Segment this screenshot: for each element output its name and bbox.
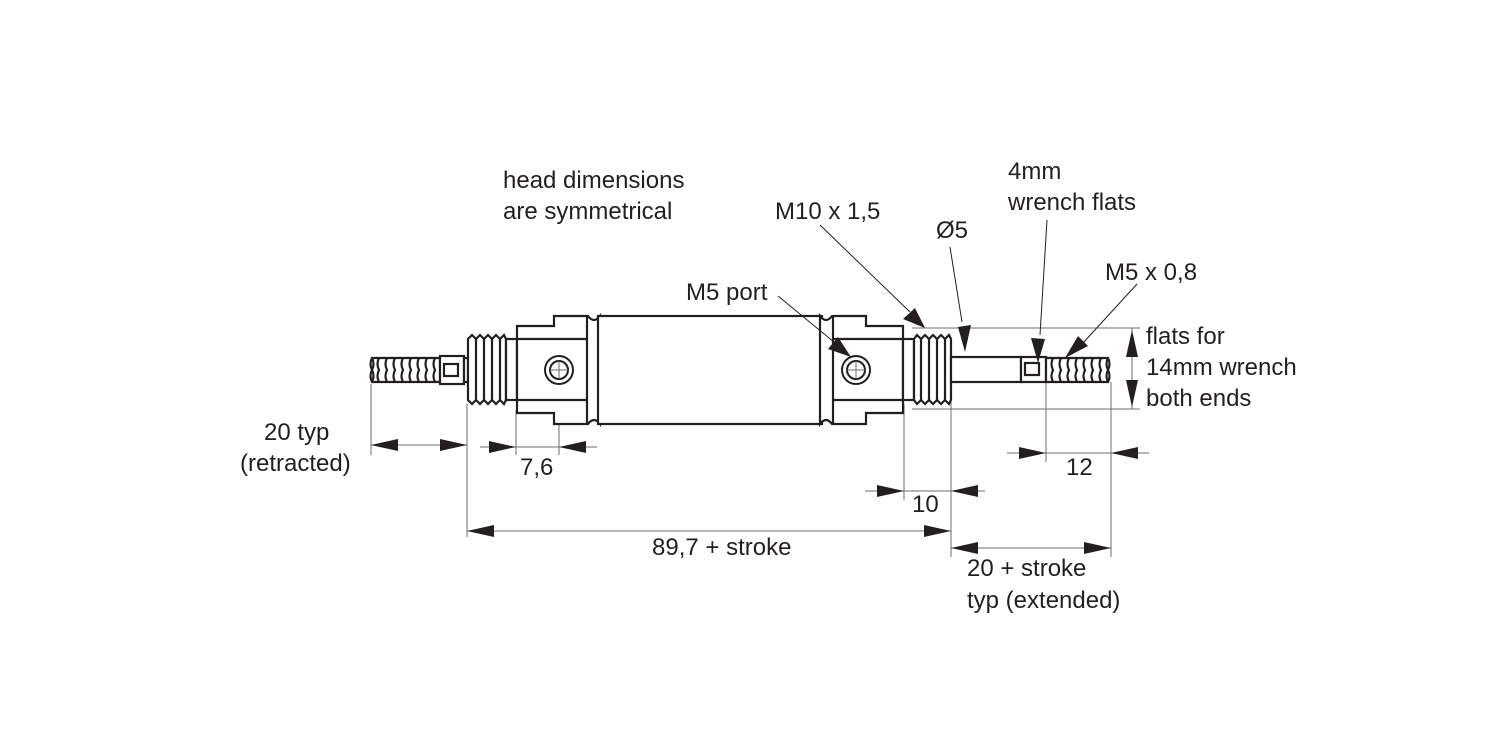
callout-wrench-flats-line2: wrench flats [1008,189,1137,216]
cylinder-barrel [596,314,824,426]
dim-extended-rod-line1: 20 + stroke [967,555,1087,582]
leader-lines [777,219,1138,363]
left-port [544,355,574,385]
note-head-symmetry-line2: are symmetrical [503,198,673,225]
note-head-symmetry-line1: head dimensions [503,167,685,194]
right-rod-thread [1044,356,1111,384]
callout-head-flats-line2: 14mm wrench [1146,354,1297,381]
dim-thread-length: 10 [912,491,939,518]
callout-rod-diameter: Ø5 [936,217,969,244]
extension-lines [370,327,1140,557]
left-mount-thread [466,333,519,406]
callout-m5-port: M5 port [686,279,768,306]
dim-rod-thread-length: 12 [1066,454,1093,481]
right-mount-thread [901,333,953,406]
dim-retracted-rod-line2: (retracted) [240,450,351,477]
callout-head-flats-line1: flats for [1146,323,1225,350]
dimension-lines [371,328,1149,554]
callout-rod-thread: M5 x 0,8 [1105,259,1198,286]
dim-retracted-rod-line1: 20 typ [264,419,330,446]
callout-head-flats-line3: both ends [1146,385,1252,412]
callout-wrench-flats-line1: 4mm [1008,158,1062,185]
callout-mount-thread: M10 x 1,5 [775,198,881,225]
piston-rod [949,355,1048,384]
left-rod-thread [369,356,442,384]
dim-extended-rod-line2: typ (extended) [967,587,1121,614]
cylinder-body [369,312,1111,428]
right-port [841,355,871,385]
left-wrench-flats [438,354,470,386]
dim-port-offset: 7,6 [520,454,554,481]
dim-body-length: 89,7 + stroke [652,534,792,561]
